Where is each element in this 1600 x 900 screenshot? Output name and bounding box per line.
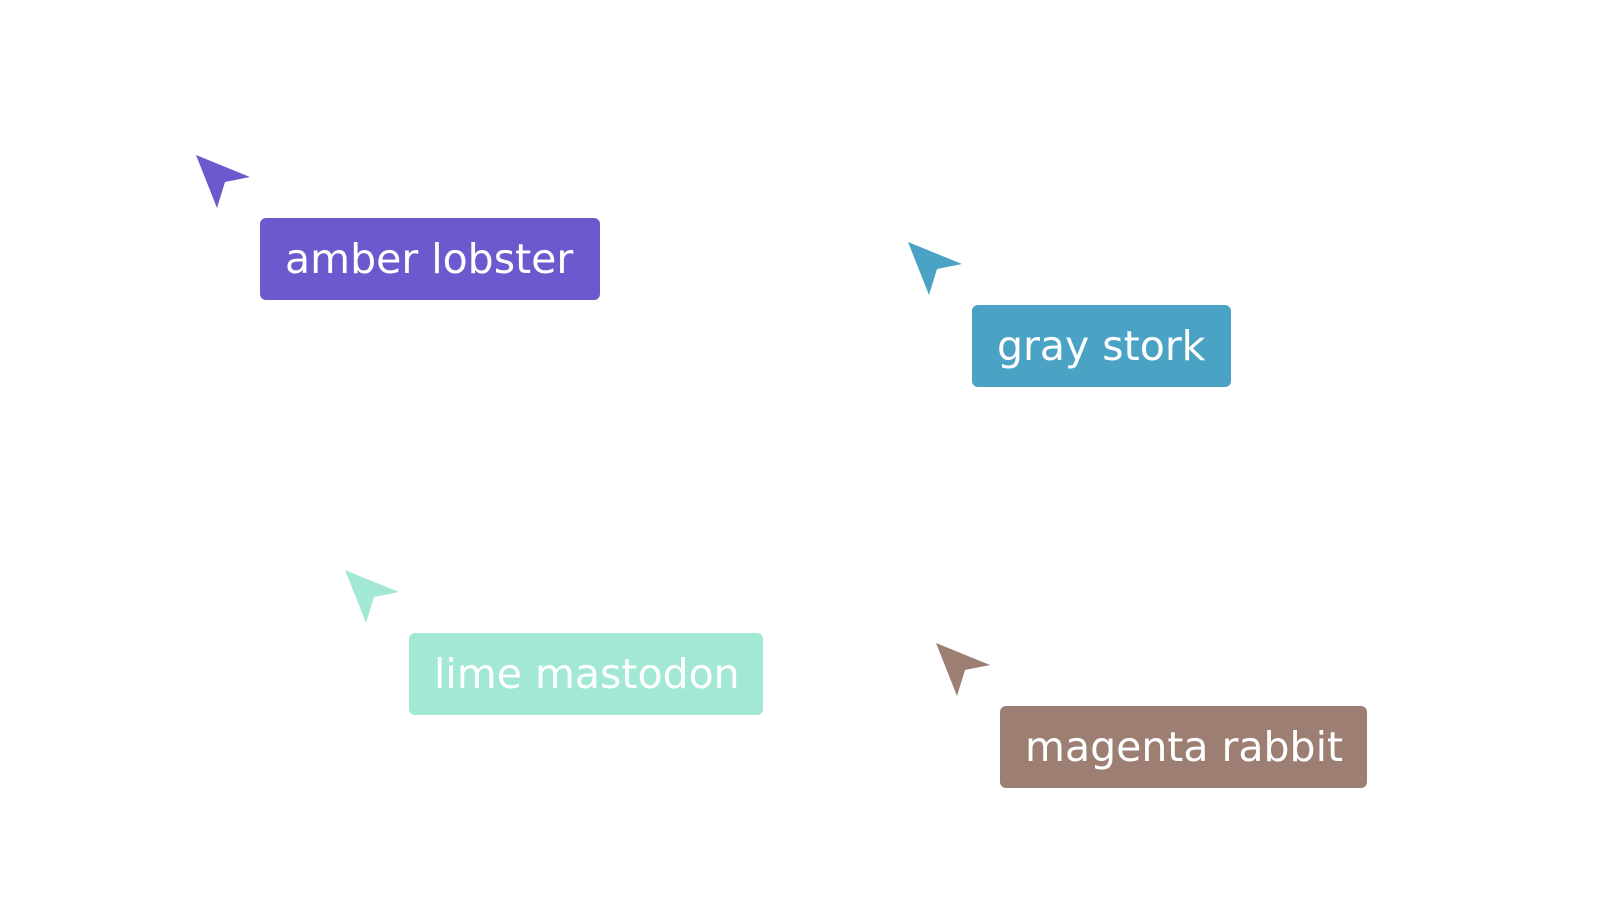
collaborator-name-tag: lime mastodon (409, 633, 763, 715)
collaborator-name-tag: gray stork (972, 305, 1231, 387)
collaborator-name-tag: amber lobster (260, 218, 600, 300)
cursor-arrow-icon (341, 566, 405, 630)
cursor-arrow-icon (932, 639, 996, 703)
cursor-arrow-icon (192, 151, 256, 215)
collaborator-name-tag: magenta rabbit (1000, 706, 1367, 788)
cursor-arrow-icon (904, 238, 968, 302)
